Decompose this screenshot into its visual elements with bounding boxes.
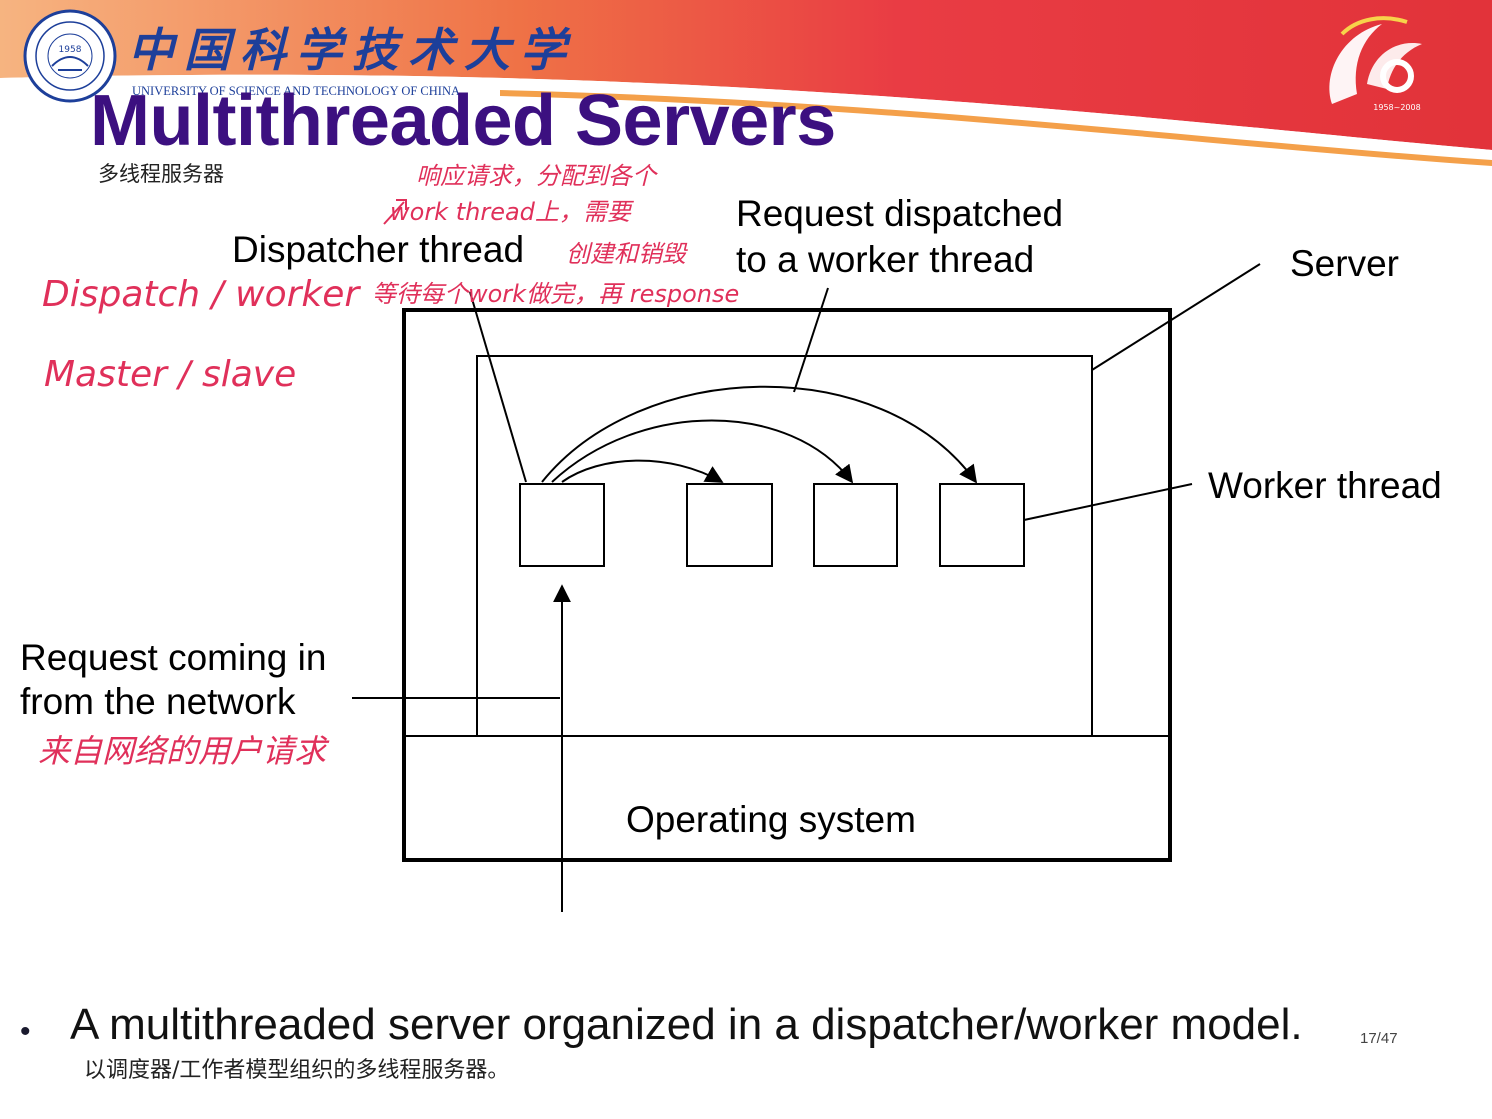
handwritten-note-3: 创建和销毁 — [566, 240, 688, 268]
bullet-text: A multithreaded server organized in a di… — [70, 1000, 1303, 1049]
slide-subtitle-chinese: 多线程服务器 — [98, 162, 224, 186]
university-name-chinese: 中国科学技术大学 — [128, 23, 576, 77]
label-worker-thread: Worker thread — [1208, 465, 1442, 506]
server-leader-line — [1091, 263, 1261, 371]
worker-thread-box — [686, 483, 773, 567]
university-name-english: UNIVERSITY OF SCIENCE AND TECHNOLOGY OF … — [132, 84, 461, 98]
banner-white-sweep — [0, 74, 1492, 165]
handwritten-note-4: 等待每个work做完，再 response — [372, 280, 739, 308]
handwritten-dispatch-worker: Dispatch / worker — [42, 274, 361, 315]
header-banner — [0, 0, 1492, 166]
worker-thread-box — [939, 483, 1025, 567]
dispatched-leader-line — [793, 287, 829, 393]
worker-thread-box — [813, 483, 898, 567]
anniversary-logo: 1958~2008 — [1329, 16, 1422, 112]
handwritten-arrow-stroke — [383, 199, 407, 225]
label-request-dispatched-2: to a worker thread — [736, 239, 1034, 280]
banner-orange-line — [500, 90, 1492, 166]
dispatch-arrow — [541, 385, 978, 484]
dispatch-arrow — [551, 419, 854, 484]
page-number: 17/47 — [1360, 1030, 1398, 1047]
label-request-coming-in-1: Request coming in — [20, 637, 326, 678]
dispatcher-leader-line — [469, 291, 527, 483]
label-dispatcher-thread: Dispatcher thread — [232, 229, 524, 270]
seal-year: 1958 — [59, 45, 82, 55]
banner-red-swoosh — [0, 0, 1492, 150]
label-request-coming-in-2: from the network — [20, 681, 296, 722]
bullet-text-chinese: 以调度器/工作者模型组织的多线程服务器。 — [84, 1058, 510, 1083]
outer-machine-box — [402, 308, 1172, 862]
label-operating-system: Operating system — [626, 799, 916, 840]
handwritten-network-request: 来自网络的用户请求 — [38, 732, 330, 770]
handwritten-note-1: 响应请求，分配到各个 — [416, 162, 658, 190]
dispatch-arrow — [561, 459, 724, 483]
label-server: Server — [1290, 243, 1399, 284]
bullet-point-marker: • — [20, 1015, 31, 1048]
slide-title: Multithreaded Servers — [90, 81, 836, 161]
dispatcher-thread-box — [519, 483, 605, 567]
university-seal-logo: 1958 — [23, 9, 117, 103]
worker-leader-line — [1023, 483, 1193, 521]
handwritten-note-2: work thread上，需要 — [390, 198, 635, 226]
server-process-box — [476, 355, 1093, 736]
label-request-dispatched-1: Request dispatched — [736, 193, 1063, 234]
anniversary-years: 1958~2008 — [1373, 103, 1420, 112]
handwritten-master-slave: Master / slave — [44, 354, 296, 395]
